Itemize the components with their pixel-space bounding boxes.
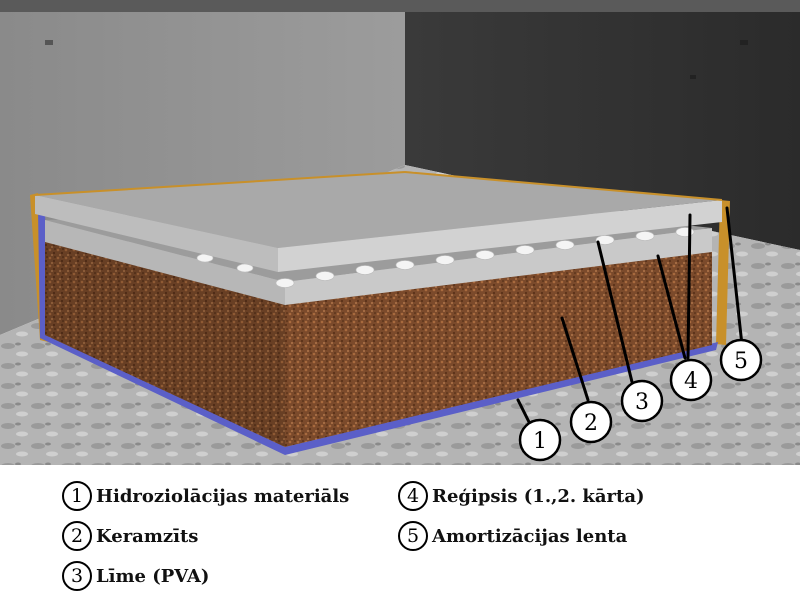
waterproof-membrane [40,330,718,455]
callout-4-number: 4 [684,369,698,394]
expanded-clay-left [45,240,285,447]
leader-line-4a [656,254,687,360]
leader-line-2 [560,316,590,402]
legend-label-2: Keramzīts [96,525,199,547]
callout-5-number: 5 [734,349,748,374]
legend-item-3: 3 Līme (PVA) [62,559,209,593]
legend-label-1: Hidroziolācijas materiāls [96,485,350,507]
legend-item-4: 4 Reģipsis (1.,2. kārta) [398,479,645,513]
leader-line-3 [596,240,634,384]
expanded-clay-front [285,250,712,447]
legend-number-1: 1 [62,481,92,511]
right-wall [405,0,800,250]
gypsum-lower-front [285,228,712,305]
gypsum-lower-left [45,220,285,305]
amortization-tape-right [716,200,730,345]
legend-label-5: Amortizācijas lenta [432,525,628,547]
legend-number-4: 4 [398,481,428,511]
leader-line-4b [686,213,692,360]
legend-label-4: Reģipsis (1.,2. kārta) [432,485,645,507]
legend-number-3: 3 [62,561,92,591]
gypsum-upper-front [278,200,722,272]
ceiling-edge [0,0,800,12]
gypsum-upper-left [35,195,278,272]
callout-3: 3 [620,379,664,423]
legend-item-5: 5 Amortizācijas lenta [398,519,627,553]
legend-label-3: Līme (PVA) [96,565,210,587]
callout-4: 4 [669,358,713,402]
floor-layers-diagram: 1 2 3 4 5 [0,0,800,465]
callout-3-number: 3 [635,390,649,415]
callout-2-number: 2 [584,411,598,436]
callout-5: 5 [719,338,763,382]
leader-line-5 [725,206,744,347]
legend-number-2: 2 [62,521,92,551]
legend-item-2: 2 Keramzīts [62,519,198,553]
callout-2: 2 [569,400,613,444]
callout-1-number: 1 [533,429,547,454]
legend-item-1: 1 Hidroziolācijas materiāls [62,479,349,513]
callout-1: 1 [518,418,562,462]
gypsum-upper-top [35,172,722,248]
legend-number-5: 5 [398,521,428,551]
legend: 1 Hidroziolācijas materiāls 2 Keramzīts … [0,465,800,600]
